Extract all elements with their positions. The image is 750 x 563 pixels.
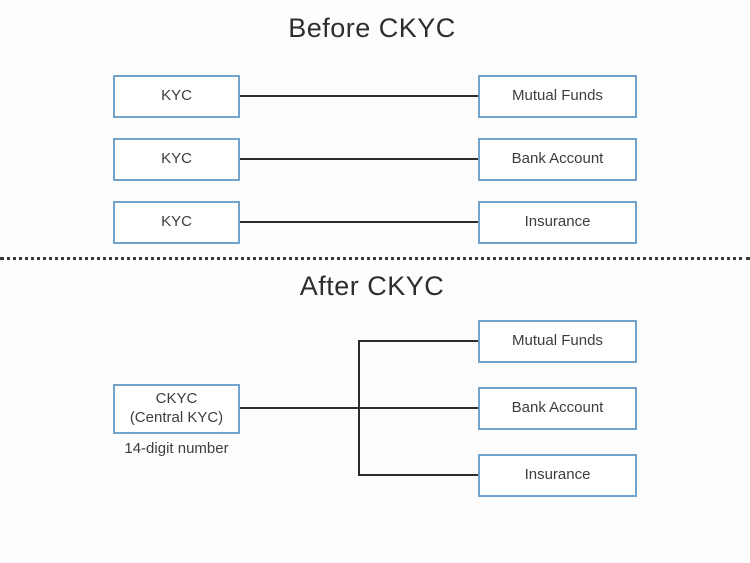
before-kyc-box-2: KYC — [113, 138, 240, 181]
ckyc-hub-name: CKYC — [155, 390, 198, 408]
before-kyc-label-2: KYC — [161, 150, 192, 168]
before-kyc-label-1: KYC — [161, 87, 192, 105]
after-bank-account-box: Bank Account — [478, 387, 637, 430]
before-insurance-box: Insurance — [478, 201, 637, 244]
after-section-title: After CKYC — [299, 271, 445, 301]
after-insurance-label: Insurance — [524, 466, 591, 484]
after-connector-top-branch — [358, 340, 478, 342]
ckyc-hub-subtitle: (Central KYC) — [129, 409, 224, 426]
before-connector-2 — [240, 158, 478, 160]
before-insurance-label: Insurance — [524, 213, 591, 231]
after-mutual-funds-box: Mutual Funds — [478, 320, 637, 363]
before-kyc-label-3: KYC — [161, 213, 192, 231]
after-mutual-funds-label: Mutual Funds — [512, 332, 603, 350]
ckyc-hub-box: CKYC (Central KYC) — [113, 384, 240, 434]
ckyc-hub-note: 14-digit number — [124, 440, 229, 457]
before-mutual-funds-label: Mutual Funds — [512, 87, 603, 105]
after-bank-account-label: Bank Account — [511, 399, 604, 417]
before-kyc-box-3: KYC — [113, 201, 240, 244]
before-section-title: Before CKYC — [288, 13, 456, 43]
section-divider — [0, 257, 750, 260]
before-connector-1 — [240, 95, 478, 97]
before-kyc-box-1: KYC — [113, 75, 240, 118]
after-connector-bottom-branch — [358, 474, 478, 476]
before-connector-3 — [240, 221, 478, 223]
before-bank-account-box: Bank Account — [478, 138, 637, 181]
after-connector-trunk — [358, 340, 360, 476]
before-mutual-funds-box: Mutual Funds — [478, 75, 637, 118]
after-insurance-box: Insurance — [478, 454, 637, 497]
before-bank-account-label: Bank Account — [511, 150, 604, 168]
